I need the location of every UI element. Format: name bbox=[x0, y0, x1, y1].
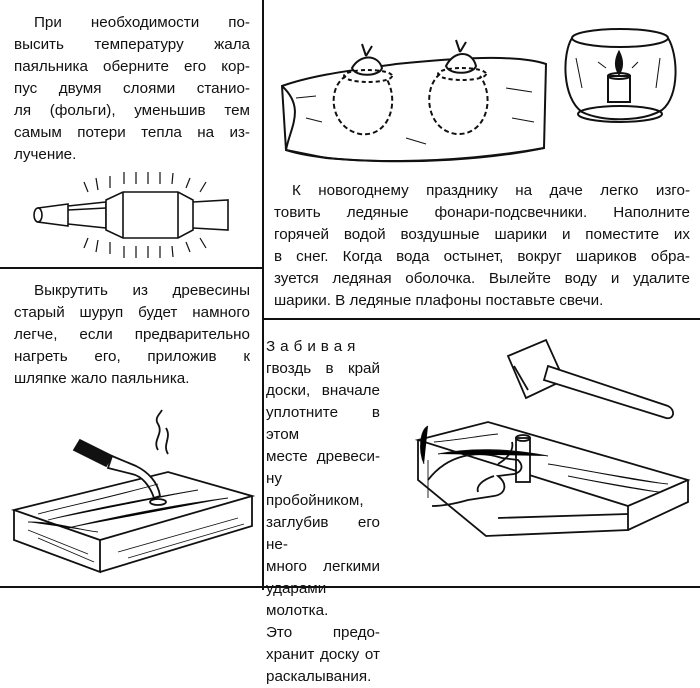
tip4-line: хранит доску от bbox=[266, 646, 380, 663]
tip4-line: ну пробойником, bbox=[266, 470, 364, 509]
tip2-line: К новогоднему празднику на даче легко из… bbox=[292, 182, 690, 199]
divider-horizontal-right bbox=[262, 318, 700, 320]
tip4-line: уплотните в этом bbox=[266, 404, 380, 443]
tip-screw-heating-text: Выкрутить из древесины старый шуруп буде… bbox=[14, 280, 250, 390]
tip4-line: много легкими bbox=[266, 558, 380, 575]
tip3-line: старый шуруп будет намного bbox=[14, 304, 250, 321]
tip3-line: легче, если предварительно bbox=[14, 326, 250, 343]
tip1-line: ля (фольги), уменьшив тем bbox=[14, 102, 250, 119]
tip4-line: Это предо- bbox=[266, 624, 380, 641]
ice-lantern-illustration bbox=[280, 28, 677, 163]
tip4-line: заглубив его не- bbox=[266, 514, 380, 553]
tip2-line: зуется ледяная оболочка. Вылейте воду и … bbox=[274, 270, 690, 287]
soldering-iron-foil-illustration bbox=[33, 172, 229, 258]
hammer-punch-board-illustration bbox=[414, 338, 691, 537]
tip3-line: шляпке жало паяльника. bbox=[14, 370, 190, 387]
divider-vertical-left bbox=[262, 0, 264, 590]
tip1-line: При необходимости по- bbox=[34, 14, 250, 31]
tip4-line: месте древеси- bbox=[266, 448, 380, 465]
tip1-line: высить температуру жала bbox=[14, 36, 250, 53]
divider-bottom bbox=[0, 586, 700, 588]
tip3-line: Выкрутить из древесины bbox=[34, 282, 250, 299]
tip4-line: Забивая bbox=[266, 338, 361, 355]
tip4-line: гвоздь в край bbox=[266, 360, 380, 377]
board-soldering-screw-illustration bbox=[10, 409, 256, 574]
tip1-line: паяльника оберните его кор- bbox=[14, 58, 250, 75]
tip2-line: в снег. Когда вода остынет, вокруг шарик… bbox=[274, 248, 690, 265]
tip-nail-punch-text: Забивая гвоздь в край доски, вначале упл… bbox=[266, 336, 380, 688]
tip4-line: ударами молотка. bbox=[266, 580, 329, 619]
tip-ice-lantern-text: К новогоднему празднику на даче легко из… bbox=[274, 180, 690, 312]
tip1-line: лучение. bbox=[14, 146, 77, 163]
tip2-line: горячей водой воздушные шарики и помести… bbox=[274, 226, 690, 243]
tip1-line: самым потери тепла на из- bbox=[14, 124, 250, 141]
divider-horizontal-left bbox=[0, 267, 263, 269]
tip2-line: шарики. В ледяные плафоны поставьте свеч… bbox=[274, 292, 604, 309]
tip2-line: товить ледяные фонари-подсвечники. Напол… bbox=[274, 204, 690, 221]
tip3-line: нагреть его, приложив к bbox=[14, 348, 250, 365]
tip4-line: раскалывания. bbox=[266, 668, 372, 685]
tip-soldering-foil-text: При необходимости по- высить температуру… bbox=[14, 12, 250, 166]
tip1-line: пус двумя слоями станио- bbox=[14, 80, 250, 97]
tip4-line: доски, вначале bbox=[266, 382, 380, 399]
